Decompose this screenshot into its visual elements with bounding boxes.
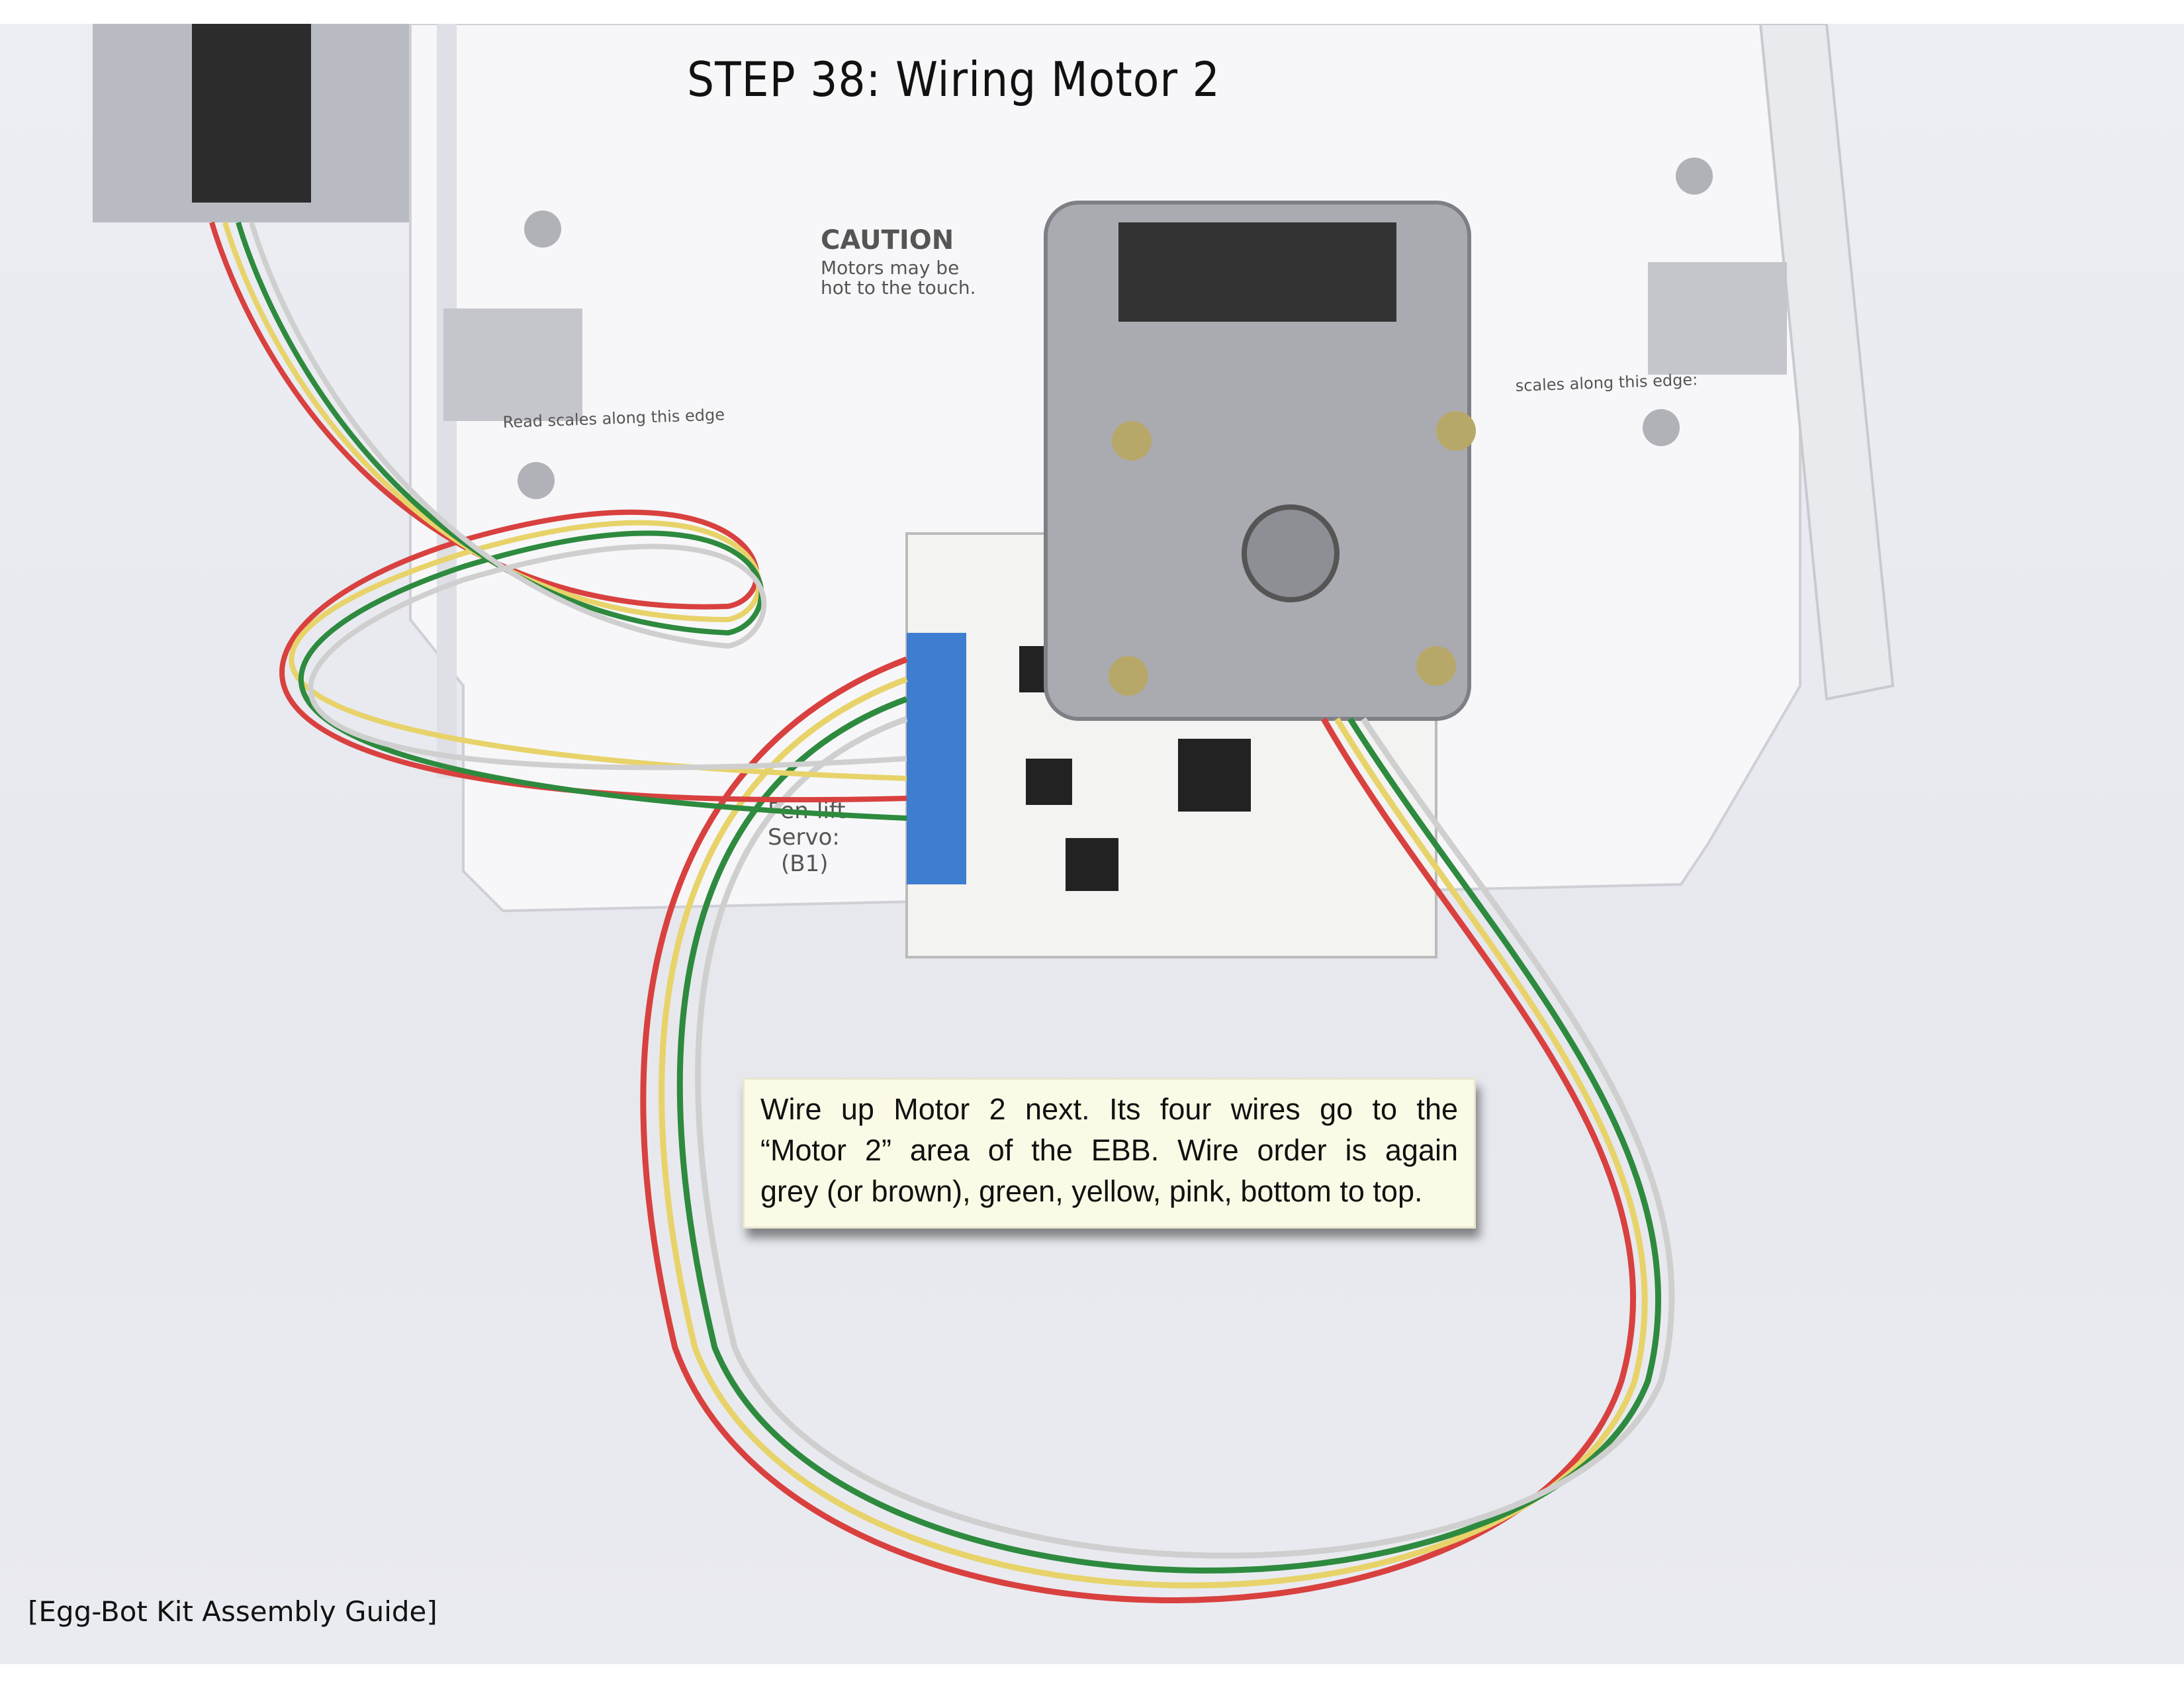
caution-title: CAUTION [821,225,954,256]
driver-chip [1066,838,1118,891]
guide-footer: [Egg-Bot Kit Assembly Guide] [28,1595,437,1628]
screw [524,211,561,248]
page-title: STEP 38: Wiring Motor 2 [687,52,1220,107]
caption-line: “Motor 2” area of the EBB. Wire order is… [760,1133,1458,1167]
screw [1643,409,1680,446]
left-bracket [443,308,582,421]
motor2-wires [640,656,1675,1603]
caption-line: Wire up Motor 2 next. Its four wires go … [760,1092,1458,1126]
right-plate [1758,24,1895,701]
servo-motor [192,24,311,203]
servo-label-3: (B1) [781,851,829,877]
instruction-callout: Wire up Motor 2 next. Its four wires go … [743,1078,1476,1229]
screw [1416,646,1456,686]
caution-line2: hot to the touch. [821,277,976,299]
right-bracket [1648,262,1787,375]
caution-line1: Motors may be [821,257,959,279]
screw [1112,421,1152,461]
servo-label-2: Servo: [768,824,840,851]
caption-line: grey (or brown), green, yellow, pink, bo… [760,1174,1423,1208]
driver-chip [1026,759,1072,805]
assembly-photo: CAUTION Motors may be hot to the touch. … [0,24,2184,1664]
screw [1109,656,1148,696]
microcontroller [1178,739,1251,812]
terminal-block [907,633,966,884]
screw [518,462,555,499]
photo-illustration: CAUTION Motors may be hot to the touch. … [93,24,1895,1603]
screw [1676,158,1713,195]
screw [1436,411,1476,451]
motor-label-band [1118,222,1396,322]
motor-shaft [1242,504,1340,602]
motor1-wires [209,221,907,821]
stepper-motor [1044,201,1471,721]
